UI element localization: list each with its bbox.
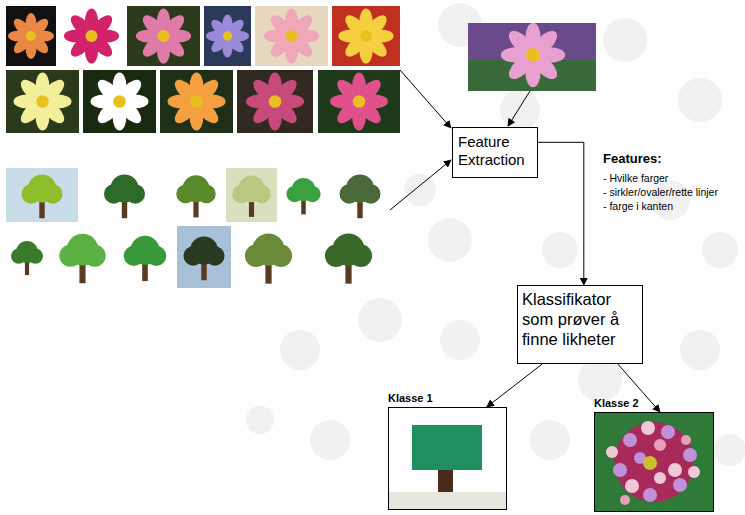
class2-picture [595, 413, 713, 511]
feature-item: - farge i kanten [603, 200, 673, 212]
box-text: Klassifikator som prøver å finne likhete… [522, 290, 638, 349]
background-dots [246, 3, 745, 466]
class-box: Klasse 2 [594, 412, 714, 512]
class-heading: Klasse 2 [594, 397, 639, 410]
input-photo [468, 23, 596, 91]
class-heading: Klasse 1 [388, 392, 433, 405]
feature-item: - sirkler/ovaler/rette linjer [603, 186, 718, 198]
tree-photos [6, 168, 390, 288]
arrow-connector [487, 364, 542, 407]
feature-item: - Hvilke farger [603, 172, 668, 184]
arrow-connector [538, 142, 584, 285]
classifier-box: Klassifikator som prøver å finne likhete… [517, 285, 643, 364]
box-text: Feature Extraction [458, 133, 532, 169]
flower-photos [6, 6, 400, 133]
class1-picture [389, 408, 506, 509]
class-box: Klasse 1 [388, 407, 507, 510]
process-box: Feature Extraction [452, 127, 538, 178]
features-heading: Features: [603, 151, 662, 166]
